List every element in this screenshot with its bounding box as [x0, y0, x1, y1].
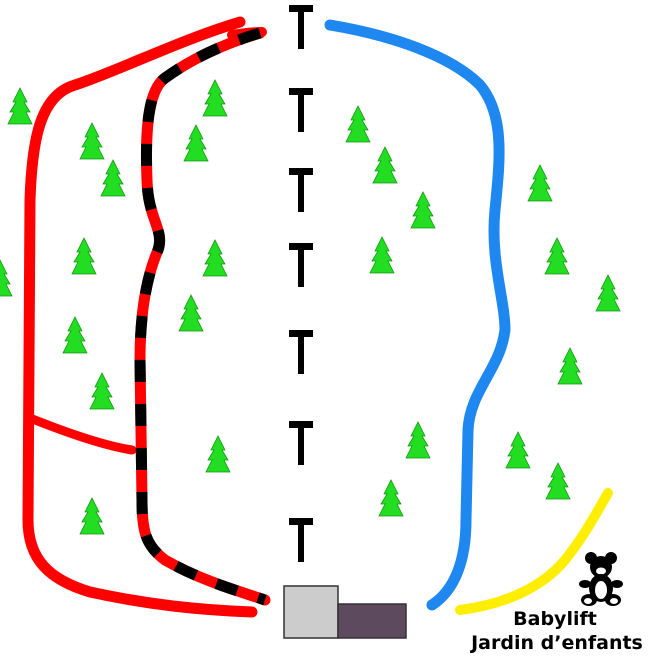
red-black-run-dashes	[134, 27, 267, 606]
t-bar-lift-tower	[289, 518, 313, 562]
t-bar-lift-tower	[289, 243, 313, 287]
t-bar-lift-tower	[289, 330, 313, 374]
blue-run[interactable]	[324, 19, 511, 611]
tree-icon	[62, 316, 88, 354]
red-black-run[interactable]	[134, 27, 271, 606]
teddy-bear-icon	[579, 552, 623, 606]
tree-icon	[557, 347, 583, 385]
t-bar-lift-tower	[289, 168, 313, 212]
tree-icon	[7, 87, 33, 125]
tree-icon	[527, 164, 553, 202]
red-run-traverse[interactable]	[25, 413, 137, 455]
t-bar-lift-tower	[289, 421, 313, 465]
tree-icon	[100, 159, 126, 197]
tree-icon	[378, 479, 404, 517]
tree-icon	[405, 421, 431, 459]
tree-icon	[345, 105, 371, 143]
tree-icon	[505, 431, 531, 469]
babylift-label: Babylift	[513, 608, 597, 630]
tree-icon	[202, 239, 228, 277]
tree-icon	[544, 237, 570, 275]
tree-icon	[183, 124, 209, 162]
t-bar-lift-tower	[289, 5, 313, 49]
restaurant-building	[337, 603, 407, 639]
tree-icon	[545, 462, 571, 500]
tree-icon	[410, 191, 436, 229]
tree-icon	[71, 237, 97, 275]
t-bar-lift-tower	[289, 88, 313, 132]
tree-icon	[79, 497, 105, 535]
lift-station-building	[283, 585, 339, 639]
tree-icon	[79, 122, 105, 160]
t-bar-lift	[289, 5, 313, 562]
jardin-enfants-label: Jardin d’enfants	[471, 632, 643, 654]
tree-icon	[178, 294, 204, 332]
tree-icon	[202, 79, 228, 117]
tree-icon	[89, 372, 115, 410]
trees	[0, 79, 621, 535]
tree-icon	[372, 146, 398, 184]
red-run-outer[interactable]	[22, 16, 258, 618]
tree-icon	[595, 274, 621, 312]
yellow-run[interactable]	[455, 488, 613, 615]
tree-icon	[369, 236, 395, 274]
tree-icon	[205, 435, 231, 473]
tree-icon	[0, 259, 13, 297]
